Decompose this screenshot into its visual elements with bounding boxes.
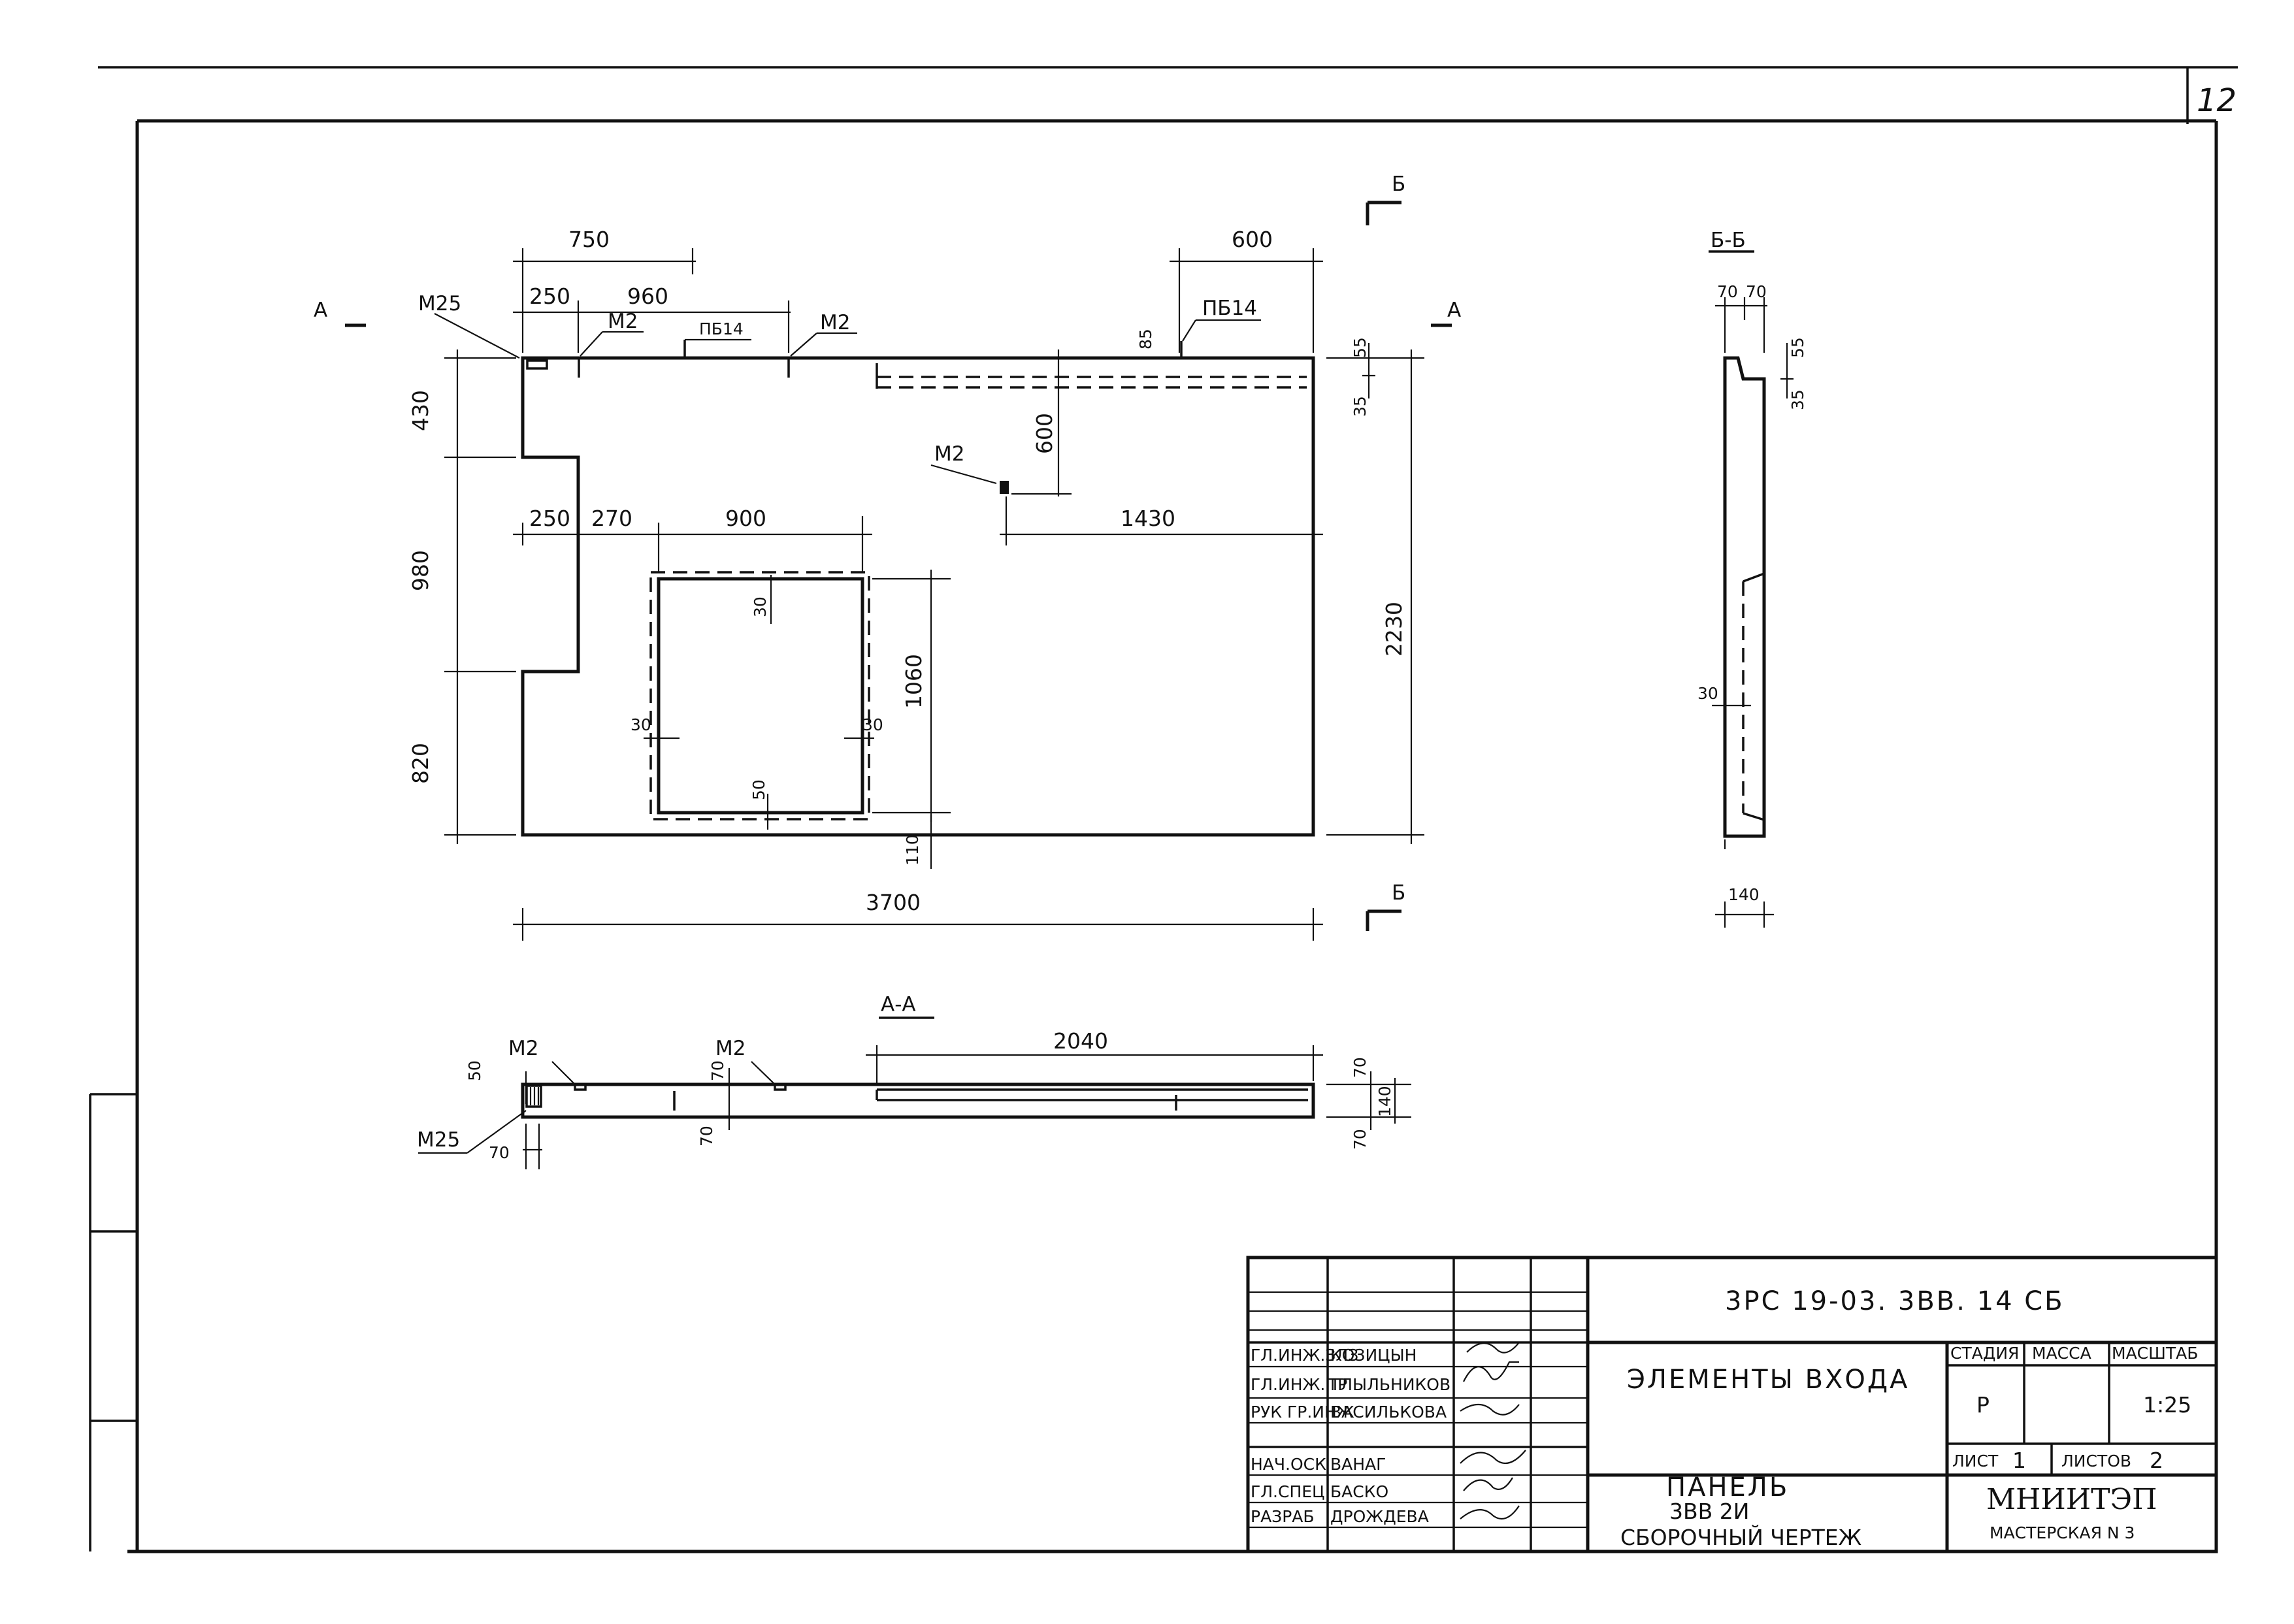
section-aa-title: А-А: [881, 993, 916, 1016]
drawing-name-line1: ПАНЕЛЬ: [1666, 1472, 1789, 1502]
dim-mid-1430: 1430: [1121, 506, 1175, 531]
dim-right-55: 55: [1351, 337, 1369, 358]
window-rebate: [649, 571, 870, 820]
dim-opening-30-top: 30: [751, 596, 770, 617]
name-3: ВАНАГ: [1330, 1455, 1386, 1474]
name-2: ВАСИЛЬКОВА: [1330, 1403, 1447, 1421]
object-title: ЭЛЕМЕНТЫ ВХОДА: [1627, 1365, 1910, 1395]
role-4: ГЛ.СПЕЦ: [1251, 1482, 1324, 1501]
bb-dim-70b: 70: [1746, 282, 1767, 301]
bb-dim-140: 140: [1728, 885, 1760, 904]
dim-right-35: 35: [1351, 396, 1369, 417]
dim-top-960: 960: [627, 284, 668, 309]
header-scale: МАСШТАБ: [2112, 1344, 2198, 1363]
section-aa-outline: [521, 1082, 1315, 1119]
dim-left-430: 430: [408, 390, 433, 431]
header-mass: МАССА: [2032, 1344, 2091, 1363]
dim-mid-250: 250: [529, 506, 570, 531]
dim-opening-30-left: 30: [631, 715, 651, 734]
title-block: [1246, 1256, 2218, 1553]
drawing-name-line2: 3ВВ 2И: [1669, 1499, 1749, 1524]
name-4: БАСКО: [1330, 1482, 1388, 1501]
aa-dim-70-right-bottom: 70: [1351, 1129, 1369, 1150]
section-bb-outline: [1723, 356, 1766, 838]
dim-left-820: 820: [408, 743, 433, 784]
value-stage: Р: [1976, 1392, 1990, 1418]
section-bb: [1709, 250, 1794, 928]
aa-label-m2-b: М2: [715, 1037, 746, 1060]
label-pb14-b: ПБ14: [1202, 297, 1257, 320]
section-mark-a-right: А: [1447, 299, 1461, 322]
window-opening: [657, 577, 864, 815]
front-view: [521, 340, 1315, 837]
sheets-value: 2: [2150, 1448, 2163, 1473]
dim-opening-1060: 1060: [901, 654, 926, 709]
dim-opening-30-right: 30: [862, 715, 883, 734]
value-scale: 1:25: [2143, 1392, 2191, 1418]
dim-top-600: 600: [1232, 227, 1273, 252]
section-aa: [418, 1016, 1411, 1169]
name-1: ГЛЫЛЬНИКОВ: [1330, 1375, 1450, 1394]
role-5: РАЗРАБ: [1251, 1507, 1315, 1526]
label-m2-b: М2: [820, 311, 850, 334]
aa-label-m2-a: М2: [508, 1037, 538, 1060]
dim-mid-270: 270: [591, 506, 632, 531]
doc-code: 3РС 19-03. 3ВВ. 14 СБ: [1725, 1286, 2065, 1316]
label-m2-c: М2: [934, 442, 964, 466]
panel-outline: [521, 356, 1315, 837]
aa-dim-140: 140: [1375, 1086, 1394, 1117]
aa-dim-70-mid-bottom: 70: [697, 1126, 716, 1146]
dim-right-2230: 2230: [1381, 602, 1407, 657]
header-stage: СТАДИЯ: [1950, 1344, 2019, 1363]
label-m2-a: М2: [608, 310, 638, 333]
section-mark-b-bottom: Б: [1392, 881, 1405, 905]
section-mark-a-left: А: [314, 299, 327, 322]
sheet-label: ЛИСТ: [1952, 1452, 1999, 1470]
bb-dim-70a: 70: [1717, 282, 1738, 301]
front-view-dimensions: [345, 201, 1452, 941]
dim-overall-3700: 3700: [866, 890, 921, 915]
aa-dim-2040: 2040: [1053, 1028, 1108, 1054]
dim-opening-50-bottom: 50: [749, 779, 768, 800]
dim-left-980: 980: [408, 550, 433, 591]
label-m25: М25: [418, 292, 461, 316]
role-2: РУК ГР.ИНЖ: [1251, 1403, 1354, 1421]
dim-vert-600: 600: [1032, 413, 1057, 454]
role-0: ГЛ.ИНЖ.ЗЛЗ: [1251, 1346, 1358, 1365]
bb-dim-35: 35: [1788, 389, 1807, 410]
sheets-label: ЛИСТОВ: [2061, 1452, 2131, 1470]
name-0: КОЗИЦЫН: [1330, 1346, 1417, 1365]
section-bb-title: Б-Б: [1711, 229, 1746, 252]
name-5: ДРОЖДЕВА: [1330, 1507, 1429, 1526]
aa-dim-70-left: 70: [489, 1143, 510, 1162]
sheet-frame: [89, 66, 2238, 1553]
sheet-value: 1: [2012, 1448, 2026, 1473]
section-mark-b-top: Б: [1392, 172, 1405, 196]
dim-mid-900: 900: [725, 506, 766, 531]
aa-label-m25: М25: [417, 1128, 460, 1152]
aa-dim-50: 50: [465, 1060, 484, 1081]
drawing-name-line3: СБОРОЧНЫЙ ЧЕРТЕЖ: [1620, 1524, 1861, 1550]
page-number: 12: [2197, 82, 2237, 119]
bb-dim-55: 55: [1788, 337, 1807, 358]
workshop: МАСТЕРСКАЯ N 3: [1990, 1523, 2135, 1542]
organization: МНИИТЭП: [1986, 1483, 2157, 1516]
dim-top-250: 250: [529, 284, 570, 309]
aa-dim-70-mid-top: 70: [708, 1060, 727, 1081]
dim-top-85: 85: [1136, 329, 1155, 349]
role-3: НАЧ.ОСК: [1251, 1455, 1326, 1474]
label-pb14-a: ПБ14: [699, 319, 744, 338]
aa-dim-70-right-top: 70: [1351, 1057, 1369, 1078]
dim-top-750: 750: [568, 227, 610, 252]
m2-plate-marker: [1000, 481, 1009, 494]
role-1: ГЛ.ИНЖ.ПР: [1251, 1375, 1347, 1394]
bb-dim-30: 30: [1697, 684, 1718, 703]
dim-bottom-110: 110: [903, 834, 922, 866]
